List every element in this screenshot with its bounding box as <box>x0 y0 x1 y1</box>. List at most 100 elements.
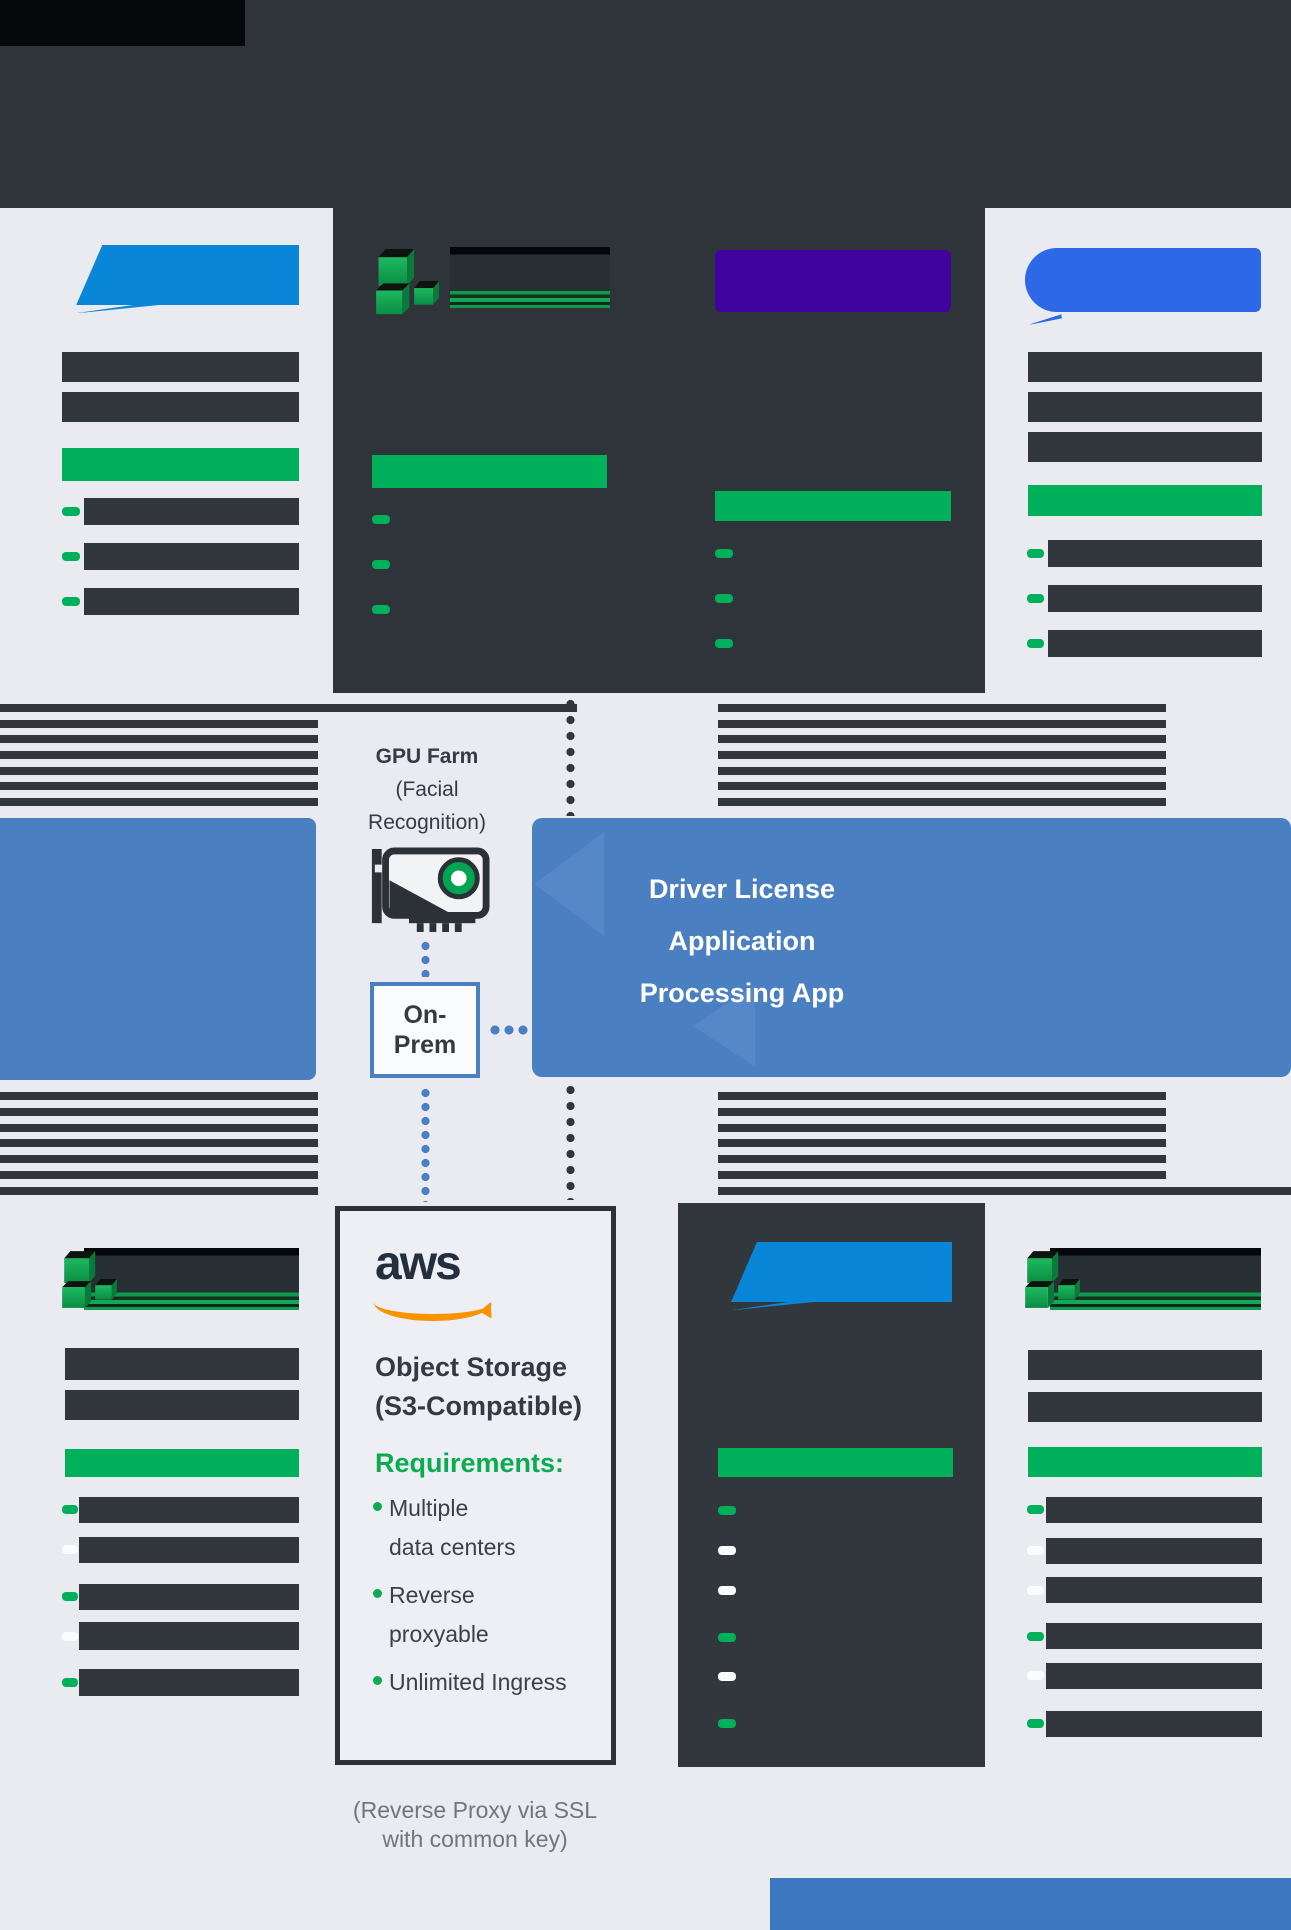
stripe-bar <box>0 1139 318 1147</box>
aws-title-line-2: (S3-Compatible) <box>375 1391 583 1421</box>
redacted-requirements-bar <box>62 448 299 481</box>
redacted-logo-royal-blue <box>1025 248 1261 312</box>
bullet-dash <box>1027 1671 1044 1680</box>
redacted-requirements-bar <box>1028 1447 1262 1477</box>
redacted-requirements-bar <box>65 1449 299 1477</box>
bullet-dash <box>372 605 390 614</box>
stripe-bar <box>0 1187 318 1195</box>
bullet-dash <box>1027 1632 1044 1641</box>
redacted-requirements-bar <box>1028 485 1262 516</box>
redacted-requirements-bar <box>718 1448 953 1477</box>
bullet-dash <box>715 639 733 648</box>
aws-bullet-1: Multiple data centers <box>373 1489 619 1567</box>
stripe-bar <box>0 1171 318 1179</box>
stripe-bar <box>0 782 318 790</box>
gpu-farm-title: GPU Farm <box>375 745 479 768</box>
redacted-bullet-bar <box>84 543 299 570</box>
redacted-text-bar <box>65 1390 299 1420</box>
bullet-dash <box>1027 639 1044 648</box>
dotted-connector-horizontal <box>488 1025 530 1035</box>
redacted-requirements-bar <box>372 455 607 488</box>
driver-license-app-label: Driver License Application Processing Ap… <box>592 863 892 1019</box>
stripe-bar <box>0 720 318 728</box>
bullet-dash <box>62 1505 78 1514</box>
driver-line-1: Driver License <box>648 874 836 904</box>
stripe-bar <box>0 751 318 759</box>
on-prem-box: On- Prem <box>370 982 480 1078</box>
redacted-bullet-bar <box>84 498 299 525</box>
on-prem-line-1: On- <box>403 1001 447 1029</box>
bullet-dash <box>1027 594 1044 603</box>
bullet-dash <box>1027 549 1044 558</box>
redacted-text-bar <box>62 392 299 422</box>
redacted-requirements-bar <box>715 491 951 521</box>
bullet-dash <box>1027 1546 1044 1555</box>
redacted-bullet-bar <box>84 588 299 615</box>
aws-bullet-1-line-2: data centers <box>389 1534 516 1560</box>
redacted-logo-sky-blue <box>731 1242 952 1302</box>
stripe-bar <box>718 735 1166 743</box>
redacted-text-bar <box>1028 1392 1262 1422</box>
aws-bullet-3: Unlimited Ingress <box>373 1663 619 1702</box>
aws-bullet-2-line-1: Reverse <box>389 1582 475 1608</box>
dotted-connector-vertical <box>566 1082 575 1200</box>
bullet-dash <box>62 1632 78 1641</box>
reverse-proxy-caption: (Reverse Proxy via SSL with common key) <box>325 1796 625 1854</box>
bullet-dash <box>715 594 733 603</box>
bullet-dash <box>718 1506 736 1515</box>
redacted-bullet-bar <box>1046 1497 1262 1523</box>
stripe-bar <box>718 1139 1166 1147</box>
redacted-logo-bar <box>1050 1248 1261 1310</box>
stripe-bar <box>0 1155 318 1163</box>
redacted-text-bar <box>1028 1350 1262 1380</box>
stripe-bar <box>0 704 577 712</box>
bullet-dash <box>62 597 80 606</box>
gpu-farm-label: GPU Farm (Facial Recognition) <box>292 740 562 839</box>
aws-bullet-3-line-1: Unlimited Ingress <box>389 1669 567 1695</box>
bullet-dash <box>62 1678 78 1687</box>
driver-license-app-box <box>532 818 1291 1077</box>
aws-box-title: Object Storage (S3-Compatible) <box>375 1348 605 1426</box>
bullet-dot-icon <box>373 1502 382 1511</box>
stacked-cubes-icon <box>1025 1251 1080 1308</box>
caption-line-2: with common key) <box>382 1826 568 1852</box>
bullet-dash <box>715 549 733 558</box>
stripe-bar <box>0 1108 318 1116</box>
bottom-blue-band <box>770 1878 1291 1930</box>
redacted-bullet-bar <box>1046 1663 1262 1689</box>
redacted-bullet-bar <box>79 1584 299 1610</box>
aws-bullet-1-line-1: Multiple <box>389 1495 469 1521</box>
stacked-cubes-icon <box>376 248 440 315</box>
bullet-dash <box>718 1633 736 1642</box>
redacted-bullet-bar <box>79 1622 299 1650</box>
dotted-connector-vertical <box>566 696 575 816</box>
redacted-app-box <box>0 818 316 1080</box>
bullet-dash <box>1027 1586 1044 1595</box>
stacked-cubes-icon <box>62 1251 117 1308</box>
stripe-bar <box>718 1092 1166 1100</box>
redacted-text-bar <box>1028 432 1262 462</box>
redacted-bullet-bar <box>1046 1538 1262 1564</box>
redacted-text-bar <box>65 1348 299 1380</box>
stripe-bar <box>718 767 1166 775</box>
redacted-bullet-bar <box>1048 540 1262 567</box>
bullet-dash <box>62 1545 78 1554</box>
stripe-bar <box>718 720 1166 728</box>
bullet-dash <box>62 1592 78 1601</box>
aws-bullet-2: Reverse proxyable <box>373 1576 619 1654</box>
stripe-bar <box>718 1108 1166 1116</box>
bullet-dash <box>1027 1719 1044 1728</box>
bullet-dash <box>372 560 390 569</box>
redacted-logo-purple <box>715 250 951 312</box>
stripe-bar <box>0 1124 318 1132</box>
bullet-dash <box>62 507 80 516</box>
logo-swoosh <box>1028 314 1063 325</box>
stripe-bar <box>718 798 1166 806</box>
gpu-card-icon <box>371 847 490 932</box>
bullet-dash <box>62 552 80 561</box>
bullet-dash <box>1027 1505 1044 1514</box>
redacted-bullet-bar <box>1046 1623 1262 1649</box>
aws-logo-text: aws <box>375 1237 462 1290</box>
bullet-dash <box>718 1586 736 1595</box>
